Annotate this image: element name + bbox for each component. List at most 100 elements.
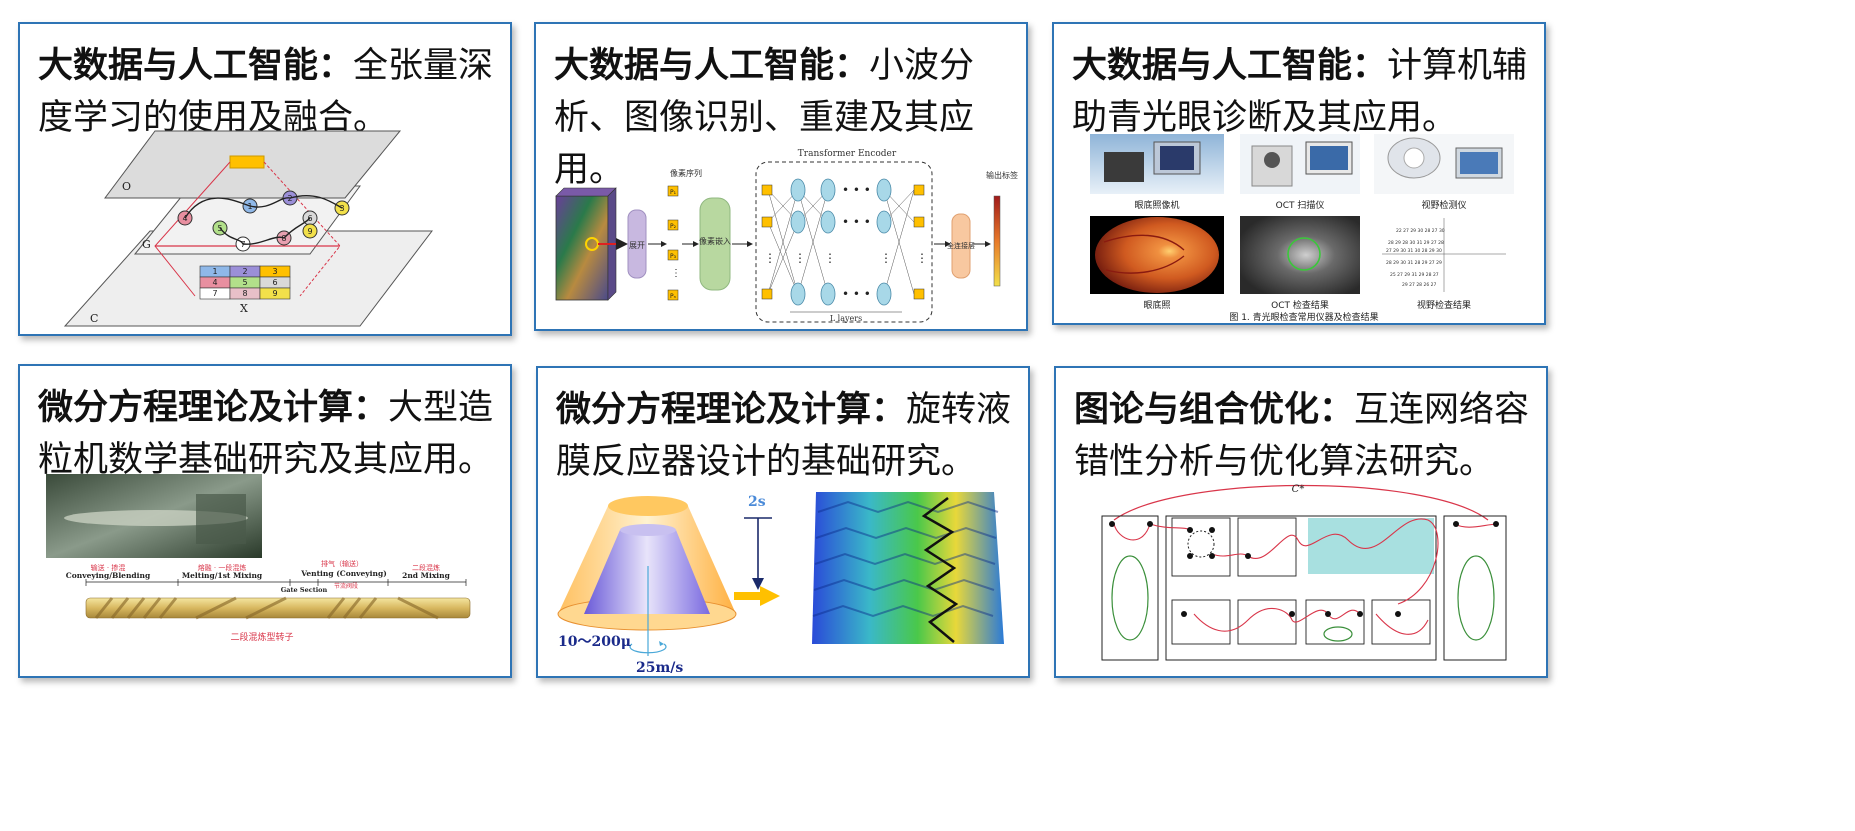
card-title: 微分方程理论及计算： [556,390,907,430]
unfold-block [627,209,647,279]
plane-label-c: C [90,312,98,325]
card-desc: 小波分析、图像识别、重建及其应用。 [554,46,975,190]
encoder-box [755,161,933,323]
card-glaucoma-diagnosis: 大数据与人工智能：计算机辅助青光眼诊断及其应用。 [1052,22,1546,325]
visual-field-chart: 22 27 29 30 28 27 30 28 29 28 30 31 29 2… [1382,218,1506,292]
figure-caption: 图 1. 青光眼检查常用仪器及检查结果 [1229,311,1378,323]
card-wavelet-image-recognition: 大数据与人工智能：小波分析、图像识别、重建及其应用。 展开 [534,22,1028,331]
output-label: 输出标签 [986,170,1018,180]
transformer-diagram: 展开 像素序列 P₁ P₂ P₃ Pₙ ⋮ 像素嵌入 Transformer E… [550,148,1020,326]
card-tensor-deep-learning: 大数据与人工智能：全张量深度学习的使用及融合。 [18,22,512,336]
svg-text:⋮: ⋮ [794,251,806,265]
hyperspectral-cube [555,195,609,301]
tensor-diagram: 1 2 3 4 5 6 7 8 9 1 2 3 4 5 6 7 8 9 O [60,126,460,331]
card-rotating-film-reactor: 微分方程理论及计算：旋转液膜反应器设计的基础研究。 [536,366,1030,678]
oct-result-image [1240,216,1360,294]
caption-visual-field-analyzer: 视野检测仪 [1421,199,1466,211]
tensor-diagram-svg: 1 2 3 4 5 6 7 8 9 1 2 3 4 5 6 7 8 9 O [63,130,434,327]
caption-visual-field-result: 视野检查结果 [1417,299,1471,311]
network-figure: C* [1098,480,1510,664]
card-text: 大数据与人工智能：计算机辅助青光眼诊断及其应用。 [1072,40,1532,144]
grid-num: 4 [212,278,217,287]
plane-label-x: X [240,302,248,315]
embed-label: 像素嵌入 [699,236,731,246]
time-label: 2s [748,494,766,510]
grid-num: 8 [242,289,247,298]
p-label: P₁ [670,189,677,196]
c-star-label: C* [1292,484,1305,495]
p-label: P₂ [670,223,677,230]
zone-cn-label: 输送 · 掺混 [91,563,126,572]
card-text: 图论与组合优化：互连网络容错性分析与优化算法研究。 [1074,384,1534,488]
svg-text:⋮: ⋮ [824,251,836,265]
node-num: 1 [247,202,252,211]
card-desc: 计算机辅助青光眼诊断及其应用。 [1072,46,1528,138]
grid-num: 1 [212,267,217,276]
grid-num: 3 [272,267,277,276]
layers-label: L layers [830,314,862,323]
flow-arrow [734,592,762,600]
rotor [85,597,471,619]
reactor-figure-svg: 10～200μ 25m/s 2s [557,492,1004,676]
fc-block [951,213,971,279]
zone-cn-label: 熔融 · 一段混炼 [198,563,247,572]
rotor-caption: 二段混炼型转子 [230,631,293,643]
card-desc: 旋转液膜反应器设计的基础研究。 [556,390,1012,482]
glaucoma-figure: 眼底照像机 OCT 扫描仪 视野检测仪 22 27 29 30 28 27 30… [1084,132,1524,323]
orange-block [229,155,265,169]
svg-text:28 29 28 30 31 29 27 28: 28 29 28 30 31 29 27 28 [1388,240,1444,246]
glaucoma-figure-svg: 眼底照像机 OCT 扫描仪 视野检测仪 22 27 29 30 28 27 30… [1090,134,1514,323]
grid-x [199,265,291,300]
svg-text:25 27 29 31 29 28 27: 25 27 29 31 29 28 27 [1390,272,1439,278]
node-num: 4 [182,214,187,223]
grid-num: 2 [242,267,247,276]
seq-label: 像素序列 [670,168,702,178]
node-num: 8 [281,234,286,243]
svg-text:⋮: ⋮ [916,251,928,265]
transformer-diagram-svg: 展开 像素序列 P₁ P₂ P₃ Pₙ ⋮ 像素嵌入 Transformer E… [555,149,1018,323]
node-num: 6 [307,214,312,223]
c-star-path [1113,484,1489,521]
node-num: 7 [240,240,245,249]
svg-text:27 29 30 31 30 28 29 30: 27 29 30 31 30 28 29 30 [1386,248,1442,254]
zone-en-label: Venting (Conveying) [300,569,387,578]
speed-label: 25m/s [636,660,683,676]
svg-text:⋮: ⋮ [764,251,776,265]
fc-label: 全连接层 [947,241,975,250]
granulator-figure: 输送 · 掺混 熔融 · 一段混炼 排气（输送） 二段混炼 Conveying/… [46,474,476,644]
zone-en-label: Melting/1st Mixing [182,571,263,580]
gate-cn-label: 节流阀段 [334,582,358,590]
card-title: 大数据与人工智能： [1072,46,1388,86]
card-text: 微分方程理论及计算：旋转液膜反应器设计的基础研究。 [556,384,1016,488]
encoder-title: Transformer Encoder [798,149,897,159]
gate-label: Gate Section [281,586,328,594]
plane-label-o: O [122,180,131,193]
node-num: 9 [307,227,312,236]
grid-num: 6 [272,278,277,287]
p2-region [1308,518,1434,574]
zone-cn-label: 二段混炼 [412,563,440,572]
card-granulator: 微分方程理论及计算：大型造粒机数学基础研究及其应用。 输送 · 掺混 熔融 · … [18,364,512,678]
card-desc: 互连网络容错性分析与优化算法研究。 [1074,390,1530,482]
zone-en-label: 2nd Mixing [402,571,450,580]
card-title: 大数据与人工智能： [554,46,870,86]
zone-cn-label: 排气（输送） [321,559,363,568]
cfd-simulation [812,492,1004,644]
reactor-figure: 10～200μ 25m/s 2s [548,486,1018,676]
node-num: 3 [339,204,344,213]
svg-text:29 27 28 26 27: 29 27 28 26 27 [1402,282,1436,288]
caption-fundus-camera: 眼底照像机 [1134,199,1179,211]
zigzag-path [921,497,959,643]
caption-oct-result: OCT 检查结果 [1271,299,1329,311]
grid-num: 9 [272,289,277,298]
svg-text:22 27 29 30 28 27 30: 22 27 29 30 28 27 30 [1396,228,1445,234]
plane-label-g: G [142,238,151,251]
svg-text:28 29 30 31 28 29 27 29: 28 29 30 31 28 29 27 29 [1386,260,1442,266]
node-num: 5 [217,224,222,233]
network-figure-svg: C* [1101,484,1507,661]
grid-num: 5 [242,278,247,287]
svg-text:• • •: • • • [842,183,871,197]
node-num: 2 [287,194,292,203]
svg-text:• • •: • • • [842,215,871,229]
card-desc: 大型造粒机数学基础研究及其应用。 [38,388,494,480]
